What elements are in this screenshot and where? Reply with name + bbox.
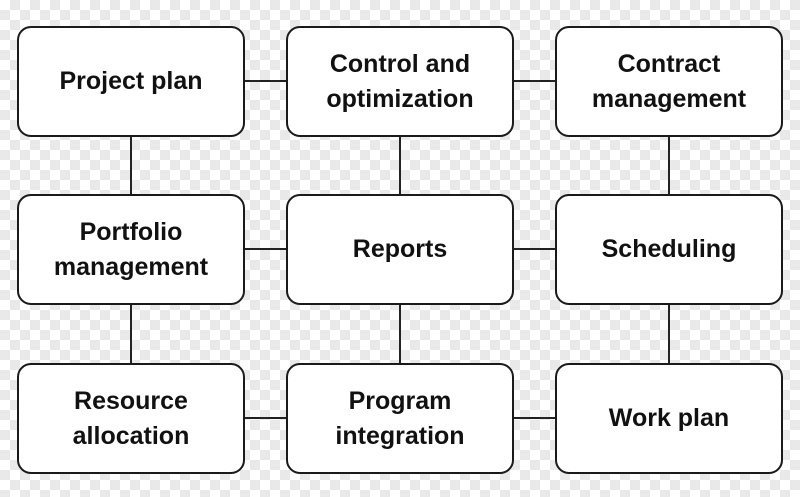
node-label: Resource allocation	[72, 386, 190, 450]
node-scheduling: Scheduling	[555, 194, 783, 305]
node-label: Work plan	[608, 404, 730, 432]
node-work-plan: Work plan	[555, 363, 783, 474]
edge-portfolio-management-resource-allocation	[130, 305, 132, 363]
edge-control-and-optimization-reports	[399, 137, 401, 194]
node-portfolio-management: Portfolio management	[17, 194, 245, 305]
node-project-plan: Project plan	[17, 26, 245, 137]
node-label: Program integration	[335, 386, 465, 450]
node-label: Scheduling	[601, 235, 737, 263]
node-label: Contract management	[591, 49, 747, 113]
edge-control-and-optimization-contract-management	[514, 80, 555, 82]
node-contract-management: Contract management	[555, 26, 783, 137]
edge-project-plan-portfolio-management	[130, 137, 132, 194]
node-reports: Reports	[286, 194, 514, 305]
edge-reports-scheduling	[514, 248, 555, 250]
edge-portfolio-management-reports	[245, 248, 286, 250]
node-label: Project plan	[59, 67, 203, 95]
node-program-integration: Program integration	[286, 363, 514, 474]
edge-contract-management-scheduling	[668, 137, 670, 194]
edge-scheduling-work-plan	[668, 305, 670, 363]
node-label: Control and optimization	[326, 49, 474, 113]
node-label: Reports	[352, 235, 448, 263]
node-label: Portfolio management	[53, 217, 209, 281]
edge-program-integration-work-plan	[514, 417, 555, 419]
node-control-and-optimization: Control and optimization	[286, 26, 514, 137]
edge-reports-program-integration	[399, 305, 401, 363]
node-resource-allocation: Resource allocation	[17, 363, 245, 474]
edge-resource-allocation-program-integration	[245, 417, 286, 419]
edge-project-plan-control-and-optimization	[245, 80, 286, 82]
